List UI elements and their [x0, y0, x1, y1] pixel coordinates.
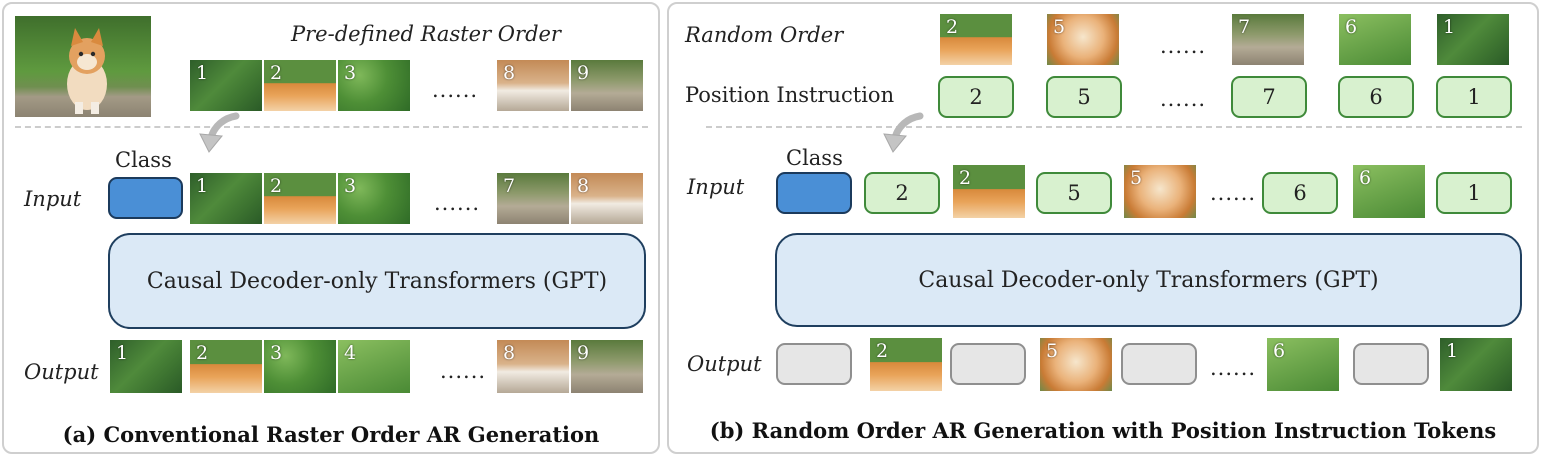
input-position-token: 5 [1036, 172, 1112, 214]
input-patch-5: 5 [1124, 165, 1196, 218]
output-label: Output [687, 352, 762, 376]
input-patch-1: 1 [190, 173, 262, 224]
raster-patch-3: 3 [338, 60, 410, 111]
input-patch-2: 2 [953, 165, 1025, 218]
class-label: Class [786, 146, 843, 170]
output-placeholder [950, 343, 1026, 385]
input-patch-6: 6 [1353, 165, 1425, 218]
gpt-block: Causal Decoder-only Transformers (GPT) [108, 233, 646, 329]
output-patch-2: 2 [870, 338, 942, 391]
patch-number: 2 [270, 175, 283, 197]
random-patch-7: 7 [1232, 14, 1304, 65]
curved-arrow-icon [883, 112, 924, 153]
separator-line [706, 126, 1522, 128]
output-patch-6: 6 [1267, 338, 1339, 391]
output-patch-1: 1 [1440, 338, 1512, 391]
patch-number: 5 [1130, 167, 1143, 189]
output-patch-3: 3 [264, 340, 336, 393]
input-patch-8: 8 [571, 173, 643, 224]
input-label: Input [687, 175, 745, 199]
patch-number: 1 [116, 342, 129, 364]
patch-number: 7 [503, 175, 516, 197]
input-position-token: 6 [1262, 172, 1338, 214]
patch-number: 1 [196, 175, 209, 197]
output-placeholder [1121, 343, 1197, 385]
patch-number: 3 [344, 62, 357, 84]
patch-number: 6 [1273, 340, 1286, 362]
output-patch-9: 9 [571, 340, 643, 393]
ellipsis: ...... [434, 191, 481, 215]
patch-number: 5 [1053, 16, 1066, 38]
random-patch-6: 6 [1339, 14, 1411, 65]
position-token: 2 [938, 76, 1014, 118]
curved-arrow-icon [199, 112, 240, 153]
output-placeholder [776, 343, 852, 385]
raster-patch-2: 2 [264, 60, 336, 111]
caption-b: (b) Random Order AR Generation with Posi… [709, 418, 1497, 443]
raster-patch-9: 9 [571, 60, 643, 111]
output-patch-4: 4 [338, 340, 410, 393]
patch-number: 6 [1345, 16, 1358, 38]
class-token [108, 177, 183, 219]
output-patch-1: 1 [110, 340, 182, 393]
class-label: Class [115, 148, 172, 172]
position-token: 7 [1231, 76, 1307, 118]
position-token: 5 [1046, 76, 1122, 118]
ellipsis: ...... [1160, 87, 1207, 111]
raster-patch-8: 8 [497, 60, 569, 111]
input-patch-2: 2 [264, 173, 336, 224]
random-order-label: Random Order [685, 23, 844, 47]
output-patch-2: 2 [190, 340, 262, 393]
ellipsis: ...... [1210, 181, 1257, 205]
kitten-illustration [67, 28, 107, 114]
patch-number: 1 [1446, 340, 1459, 362]
patch-number: 9 [577, 342, 590, 364]
output-patch-8: 8 [497, 340, 569, 393]
random-patch-1: 1 [1437, 14, 1509, 65]
patch-number: 2 [270, 62, 283, 84]
patch-number: 2 [959, 167, 972, 189]
patch-number: 8 [503, 62, 516, 84]
kitten-photo [15, 16, 151, 117]
input-patch-7: 7 [497, 173, 569, 224]
ellipsis: ...... [440, 359, 487, 383]
input-label: Input [24, 187, 82, 211]
ellipsis: ...... [1210, 356, 1257, 380]
patch-number: 9 [577, 62, 590, 84]
raster-patch-1: 1 [190, 60, 262, 111]
random-patch-2: 2 [940, 14, 1012, 65]
patch-number: 2 [946, 16, 959, 38]
caption-a: (a) Conventional Raster Order AR Generat… [62, 422, 600, 447]
ellipsis: ...... [1160, 34, 1207, 58]
patch-number: 2 [876, 340, 889, 362]
output-label: Output [24, 360, 99, 384]
output-placeholder [1353, 343, 1429, 385]
ellipsis: ...... [432, 78, 479, 102]
separator-line [15, 126, 648, 128]
patch-number: 3 [344, 175, 357, 197]
raster-order-title: Pre-defined Raster Order [291, 22, 561, 46]
class-token [776, 172, 852, 214]
patch-number: 1 [1443, 16, 1456, 38]
position-token: 6 [1338, 76, 1414, 118]
patch-number: 2 [196, 342, 209, 364]
patch-number: 3 [270, 342, 283, 364]
position-instruction-label: Position Instruction [685, 83, 895, 107]
gpt-block: Causal Decoder-only Transformers (GPT) [775, 233, 1522, 327]
position-token: 1 [1436, 76, 1512, 118]
random-patch-5: 5 [1047, 14, 1119, 65]
patch-number: 7 [1238, 16, 1251, 38]
patch-number: 4 [344, 342, 357, 364]
input-position-token: 2 [864, 172, 940, 214]
output-patch-5: 5 [1040, 338, 1112, 391]
patch-number: 5 [1046, 340, 1059, 362]
input-patch-3: 3 [338, 173, 410, 224]
patch-number: 8 [503, 342, 516, 364]
input-position-token: 1 [1436, 172, 1512, 214]
patch-number: 8 [577, 175, 590, 197]
patch-number: 6 [1359, 167, 1372, 189]
patch-number: 1 [196, 62, 209, 84]
